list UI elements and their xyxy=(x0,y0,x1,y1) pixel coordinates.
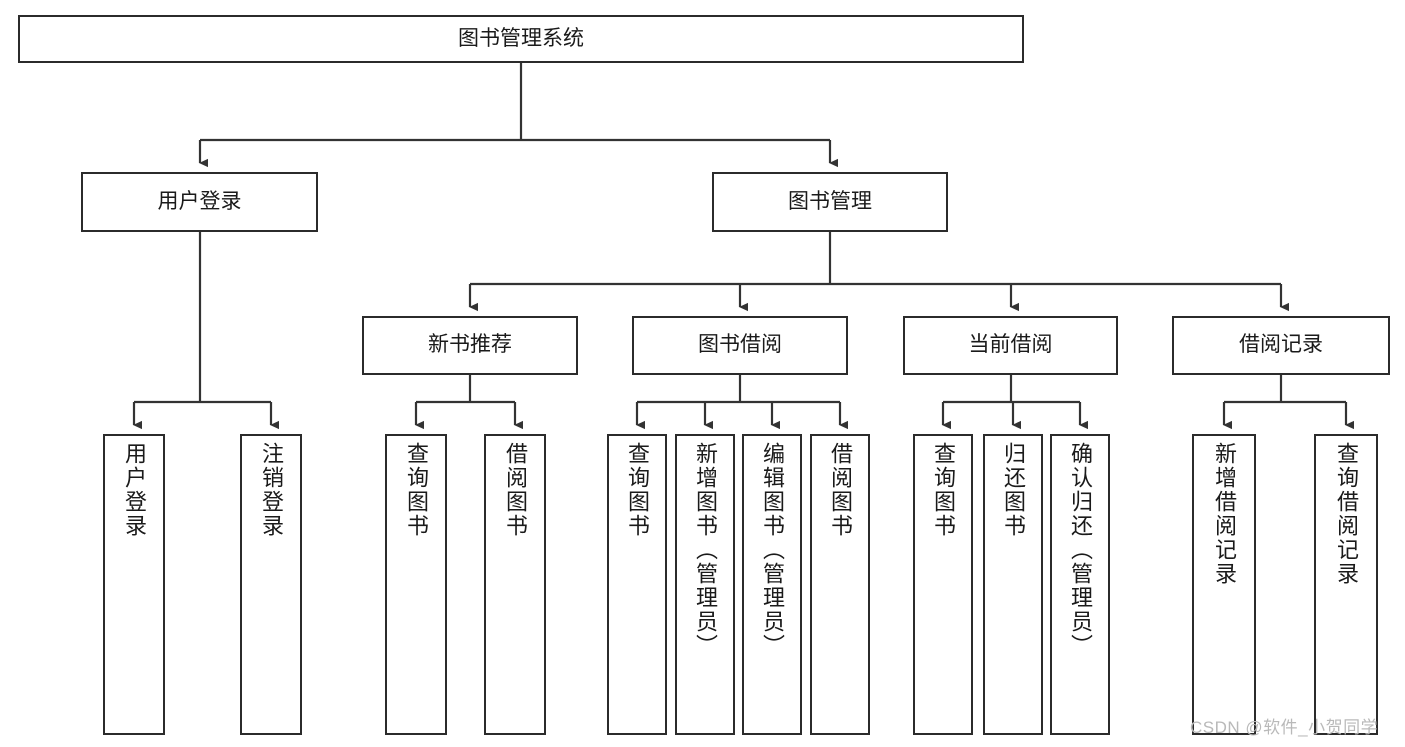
node-label: 借阅图书 xyxy=(828,442,853,538)
node-label: 查询图书 xyxy=(625,442,650,538)
node-current[interactable]: 当前借阅 xyxy=(903,316,1118,375)
node-records[interactable]: 借阅记录 xyxy=(1172,316,1390,375)
node-label: 用户登录 xyxy=(157,189,242,213)
node-label: 查询图书 xyxy=(931,442,956,538)
node-leaf-nb-borrow[interactable]: 借阅图书 xyxy=(484,434,546,735)
node-leaf-re-query[interactable]: 查询借阅记录 xyxy=(1314,434,1378,735)
node-leaf-logout[interactable]: 注销登录 xyxy=(240,434,302,735)
node-label: 新书推荐 xyxy=(428,333,512,357)
node-root[interactable]: 图书管理系统 xyxy=(18,15,1024,63)
node-label: 用户登录 xyxy=(122,442,147,538)
node-leaf-bo-lend[interactable]: 借阅图书 xyxy=(810,434,870,735)
node-borrow[interactable]: 图书借阅 xyxy=(632,316,848,375)
node-label: 查询借阅记录 xyxy=(1334,442,1359,586)
node-label: 借阅记录 xyxy=(1239,333,1323,357)
node-newbook[interactable]: 新书推荐 xyxy=(362,316,578,375)
node-label: 当前借阅 xyxy=(968,333,1053,357)
node-leaf-re-add[interactable]: 新增借阅记录 xyxy=(1192,434,1256,735)
node-leaf-bo-edit[interactable]: 编辑图书（管理员） xyxy=(742,434,802,735)
node-label: 注销登录 xyxy=(259,442,284,538)
node-login[interactable]: 用户登录 xyxy=(81,172,318,232)
node-leaf-cu-query[interactable]: 查询图书 xyxy=(913,434,973,735)
node-label: 借阅图书 xyxy=(503,442,528,538)
node-bookmgmt[interactable]: 图书管理 xyxy=(712,172,948,232)
node-leaf-login[interactable]: 用户登录 xyxy=(103,434,165,735)
node-label: 确认归还（管理员） xyxy=(1068,442,1093,658)
node-leaf-bo-query[interactable]: 查询图书 xyxy=(607,434,667,735)
node-leaf-nb-query[interactable]: 查询图书 xyxy=(385,434,447,735)
node-label: 查询图书 xyxy=(404,442,429,538)
node-label: 图书管理系统 xyxy=(458,26,584,50)
node-label: 归还图书 xyxy=(1001,442,1026,538)
node-leaf-cu-return[interactable]: 归还图书 xyxy=(983,434,1043,735)
node-label: 图书管理 xyxy=(788,189,872,213)
node-leaf-bo-add[interactable]: 新增图书（管理员） xyxy=(675,434,735,735)
node-leaf-cu-conf[interactable]: 确认归还（管理员） xyxy=(1050,434,1110,735)
node-label: 编辑图书（管理员） xyxy=(760,442,785,658)
node-label: 新增图书（管理员） xyxy=(693,442,718,658)
node-label: 新增借阅记录 xyxy=(1212,442,1237,586)
node-label: 图书借阅 xyxy=(698,333,782,357)
